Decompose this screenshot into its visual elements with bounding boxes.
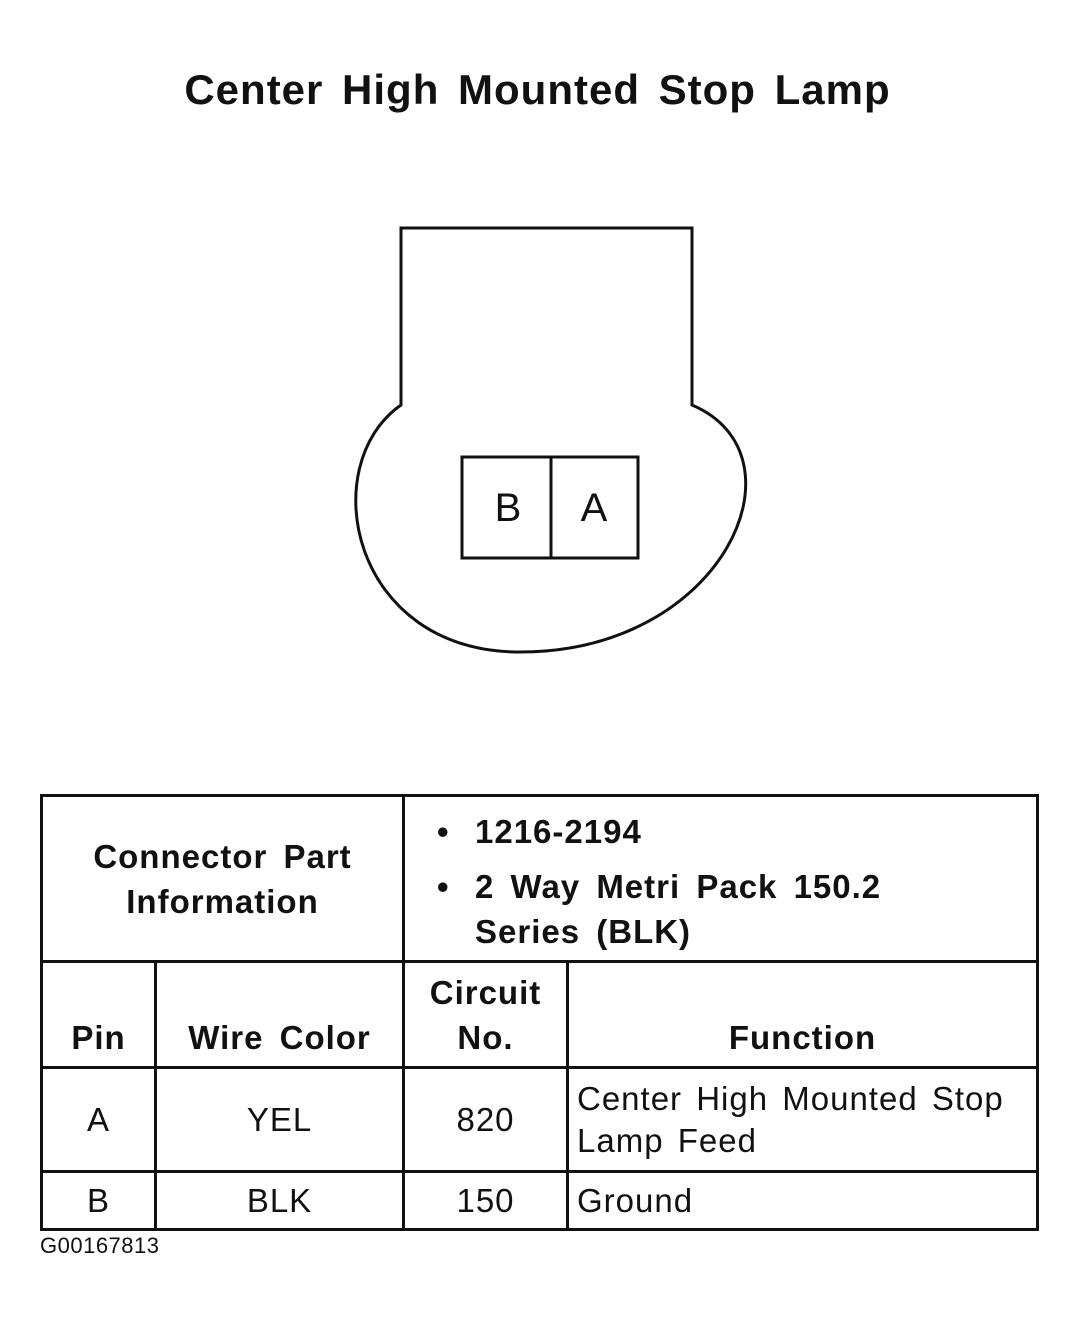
pin-label-b: B: [495, 486, 522, 530]
row-a-wire-color: YEL: [154, 1066, 405, 1173]
row-a-pin: A: [40, 1066, 157, 1173]
header-pin: Pin: [40, 960, 157, 1069]
connector-body: [354, 226, 748, 654]
connector-info-table: Connector Part Information 1216-2194 2 W…: [40, 794, 1039, 1231]
part-info-label-text: Connector Part Information: [93, 837, 352, 920]
header-row: Pin Wire Color Circuit No. Function: [40, 960, 1039, 1069]
row-b-pin: B: [40, 1170, 157, 1231]
pin-cavity-a: [549, 455, 640, 560]
header-wire-color: Wire Color: [154, 960, 405, 1069]
row-b-wire-color: BLK: [154, 1170, 405, 1231]
row-a-circuit: 820: [402, 1066, 569, 1173]
row-a-function: Center High Mounted Stop Lamp Feed: [566, 1066, 1039, 1173]
part-info-label: Connector Part Information: [40, 794, 405, 963]
diagram-title: Center High Mounted Stop Lamp: [184, 66, 891, 113]
header-function: Function: [566, 960, 1039, 1069]
header-circuit-text: Circuit No.: [429, 974, 542, 1056]
part-description: 2 Way Metri Pack 150.2 Series (BLK): [437, 864, 915, 954]
part-info-values: 1216-2194 2 Way Metri Pack 150.2 Series …: [402, 794, 1039, 963]
connector-outline: B A: [354, 226, 748, 654]
row-b-function: Ground: [566, 1170, 1039, 1231]
table-row: B BLK 150 Ground: [40, 1170, 1039, 1231]
pin-label-a: A: [581, 486, 608, 530]
figure-id: G00167813: [40, 1233, 160, 1258]
row-b-circuit: 150: [402, 1170, 569, 1231]
header-circuit: Circuit No.: [402, 960, 569, 1069]
table-row: A YEL 820 Center High Mounted Stop Lamp …: [40, 1066, 1039, 1173]
part-number: 1216-2194: [437, 809, 1036, 854]
part-info-list: 1216-2194 2 Way Metri Pack 150.2 Series …: [405, 797, 1036, 960]
part-info-row: Connector Part Information 1216-2194 2 W…: [40, 794, 1039, 963]
